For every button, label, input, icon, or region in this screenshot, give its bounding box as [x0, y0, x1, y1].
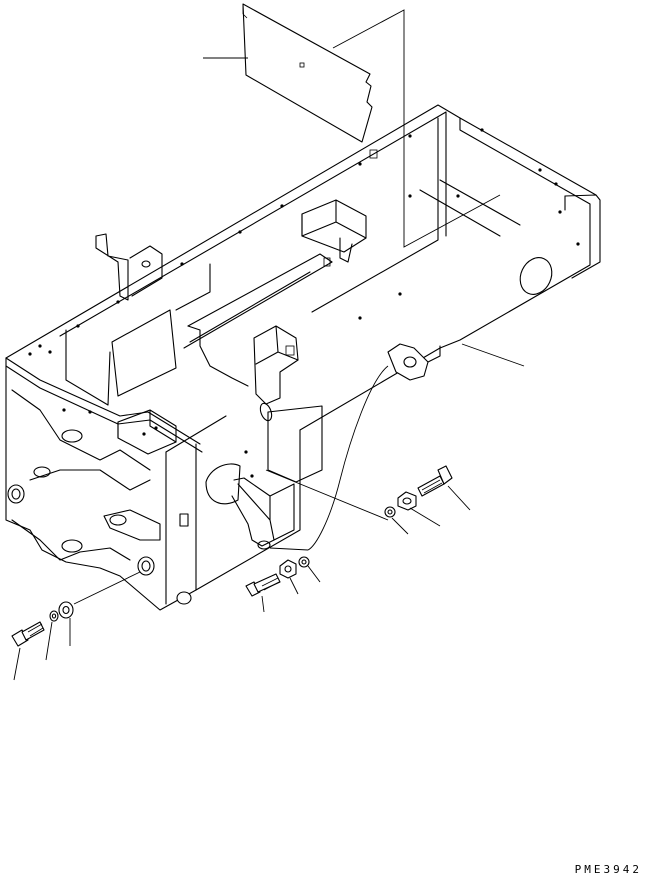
leader-nut-middle: [289, 577, 299, 595]
washer-left: [49, 610, 59, 622]
nut-middle: [279, 559, 297, 579]
leader-bolt-middle: [261, 595, 265, 613]
bolt-right: [417, 465, 453, 497]
washer-middle: [298, 556, 310, 568]
leader-spacer-to-mount: [73, 571, 141, 605]
right-hardware-group: [384, 465, 471, 535]
washer-right: [384, 506, 396, 518]
leader-line-bracket-tab: [269, 365, 389, 551]
leader-washer-left: [45, 621, 53, 661]
leader-washer-middle: [307, 565, 321, 583]
nut-right: [397, 491, 417, 511]
leader-line-right-wall: [461, 343, 525, 367]
bolt-middle: [245, 573, 281, 597]
drawing-code: PME3942: [574, 863, 642, 876]
cover-plate: [242, 3, 373, 143]
middle-hardware-group: [245, 556, 321, 613]
spacer-left: [58, 601, 74, 619]
leader-line-cover-to-frame: [332, 9, 501, 248]
bolt-left: [11, 621, 45, 647]
left-hardware-group: [11, 571, 141, 681]
leader-washer-right: [391, 517, 409, 535]
main-frame: [5, 104, 601, 611]
leader-bolt-left: [13, 647, 21, 681]
leader-bolt-right: [447, 485, 471, 511]
leader-nut-right: [409, 507, 441, 527]
leader-line-side-hole: [265, 469, 389, 521]
